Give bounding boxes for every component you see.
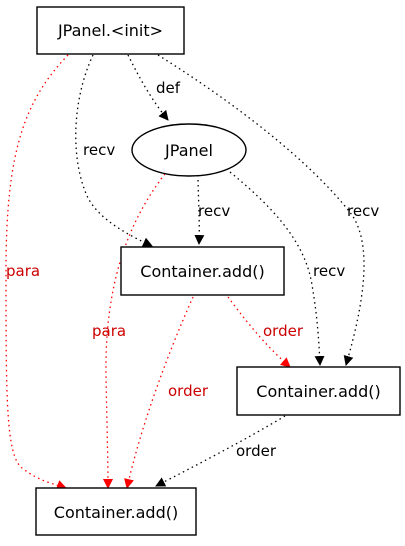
node-label: Container.add() [54,503,178,522]
edge-add1-to-add2 [227,296,291,368]
node-container-add-bottom: Container.add() [35,487,197,536]
edge-label-recv: recv [313,262,345,280]
edge-labels: def recv recv para recv recv para order … [6,79,379,460]
edge-jpanel-to-add1 [194,174,205,245]
edge-label-recv: recv [198,202,230,220]
edge-label-recv: recv [83,141,115,159]
node-label: Container.add() [140,262,264,281]
edge-init-to-add2 [157,54,365,366]
edge-add1-to-add3 [124,296,194,489]
node-container-add-right: Container.add() [236,366,401,416]
edge-add2-to-add3 [155,415,286,487]
edge-label-para: para [92,322,126,340]
node-jpanel: JPanel [131,123,247,177]
edge-label-para: para [6,262,40,280]
edge-init-to-jpanel [127,54,169,121]
edges [5,54,365,490]
node-jpanel-init: JPanel.<init> [36,6,185,55]
node-label: JPanel.<init> [57,21,163,40]
edge-init-to-add1 [75,54,153,247]
edge-label-order: order [236,442,277,460]
node-label: JPanel [164,141,213,160]
node-label: Container.add() [256,382,380,401]
edge-label-order: order [168,382,209,400]
edge-label-order: order [263,322,304,340]
edge-label-def: def [156,79,181,97]
node-container-add-middle: Container.add() [120,246,285,296]
edge-label-recv: recv [347,202,379,220]
